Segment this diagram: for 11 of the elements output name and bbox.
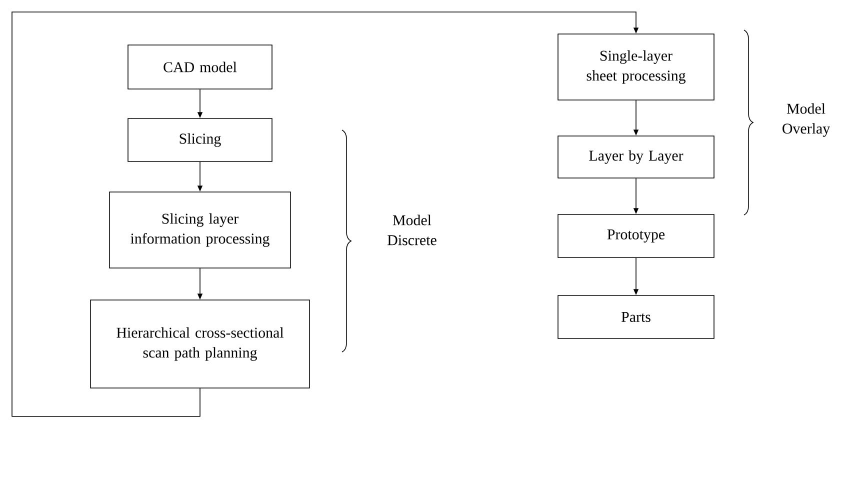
group-label: Model Discrete: [388, 214, 436, 246]
process-box: Prototype: [558, 214, 714, 258]
process-box: Slicing: [128, 118, 272, 162]
process-box: Single-layer sheet processing: [558, 34, 714, 100]
process-box: Parts: [558, 295, 714, 339]
group-label: Model Overlay: [782, 103, 830, 137]
arrow: [12, 12, 639, 417]
process-box: Slicing layer information processing: [109, 192, 291, 268]
process-box: Hierarchical cross-sectional scan path planning: [90, 300, 310, 388]
process-box: CAD model: [128, 44, 272, 90]
process-box: Layer by Layer: [558, 136, 714, 178]
